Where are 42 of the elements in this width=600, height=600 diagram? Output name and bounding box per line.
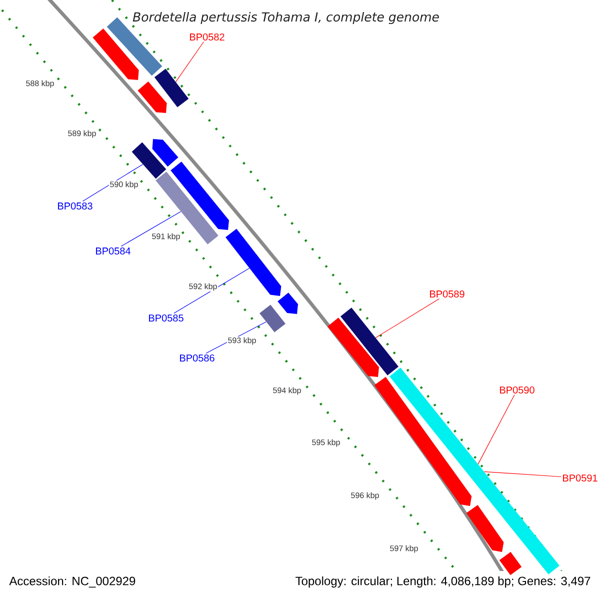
gene-feature [466, 505, 504, 552]
leader-line [478, 394, 515, 464]
gene-feature [260, 304, 286, 332]
gene-feature [328, 318, 379, 377]
gene-feature [170, 162, 229, 230]
gene-feature [92, 28, 139, 80]
gene-feature [278, 292, 298, 314]
accession-text: Accession: NC_002929 [9, 576, 136, 588]
tick-label: 588 kbp [24, 79, 56, 89]
leader-line [174, 268, 250, 314]
gene-feature [340, 308, 398, 376]
gene-feature [154, 68, 189, 108]
gene-feature [132, 142, 166, 179]
gene-label: BP0590 [500, 386, 534, 394]
gene-label: BP0582 [190, 33, 224, 41]
tick-label: 595 kbp [310, 438, 342, 448]
leader-line [176, 41, 204, 82]
gene-feature [226, 228, 282, 296]
gene-label: BP0589 [430, 290, 464, 298]
tick-label: 591 kbp [150, 232, 182, 242]
gene-label: BP0585 [149, 314, 184, 322]
leader-line [82, 164, 144, 202]
tick-label: 594 kbp [272, 386, 302, 396]
leader-line [120, 211, 181, 247]
map-title: Bordetella pertussis Tohama I, complete genome [132, 12, 439, 24]
tick-label: 596 kbp [350, 491, 380, 501]
gene-feature [138, 82, 167, 113]
gene-feature [390, 368, 560, 574]
tick-label: 593 kbp [226, 336, 258, 346]
tick-label: 589 kbp [66, 129, 98, 139]
tick-label: 597 kbp [388, 544, 420, 554]
tick-label: 590 kbp [108, 180, 140, 190]
gene-label: BP0591 [563, 474, 598, 482]
leader-line [484, 471, 562, 478]
genome-info-text: Topology: circular; Length: 4,086,189 bp; Genes: 3,497 [296, 576, 590, 588]
gene-feature [499, 552, 522, 576]
tick-label: 592 kbp [188, 282, 218, 292]
leader-line [375, 298, 440, 338]
gene-feature [152, 139, 178, 167]
gene-label: BP0584 [96, 247, 130, 255]
gene-label: BP0583 [58, 202, 92, 210]
gene-label: BP0586 [180, 354, 214, 362]
